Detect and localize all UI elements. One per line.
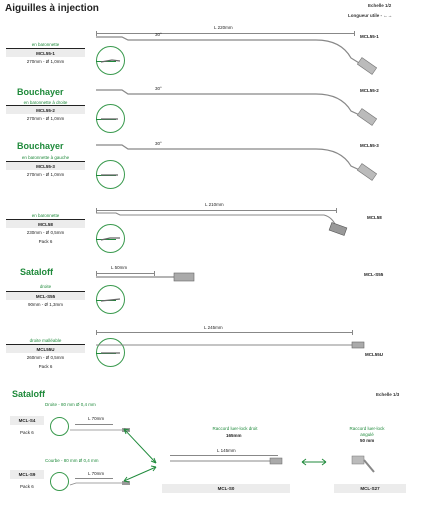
item-5-spec: MCL-S55 90mm - Ø 1,3mm	[6, 291, 85, 309]
sataloff-scale: Echelle 1/3	[376, 392, 400, 397]
item-4-ref: MCL58	[6, 219, 85, 228]
item-1-size: 270mm - Ø 1,0mm	[26, 59, 65, 64]
scale-label: Echelle 1/2	[368, 3, 392, 8]
item-1-variant: en baïonnette	[31, 42, 60, 47]
item-1-dimension-line	[96, 33, 354, 34]
sataloff-heading: Sataloff	[12, 389, 46, 399]
item-5-code: MCL-S55	[364, 272, 384, 277]
straight-ref: MCL-S4	[10, 416, 44, 425]
item-2-needle-tip	[101, 118, 118, 120]
straight-needle	[70, 428, 130, 432]
straight-dim-line	[75, 424, 113, 425]
item-5-heading: Sataloff	[20, 267, 54, 277]
item-4-variant: en baïonnette	[31, 213, 60, 218]
item-5-length: L 50mm	[111, 265, 128, 270]
item-2-variant: en baïonnette à droite	[23, 100, 68, 105]
item-4-length: L 210mm	[205, 202, 224, 207]
item-4-spec: MCL58 230mm - Ø 0,5mm Pack 6	[6, 219, 85, 246]
straight-length: L 70mm	[88, 416, 105, 421]
curved-needle	[69, 481, 130, 486]
curved-label: Courbe - 80 mm Ø 0,4 mm	[45, 458, 99, 463]
item-6-variant: droite malléable	[29, 338, 62, 343]
item-1-code: MCL55-1	[360, 34, 379, 39]
item-5-ref: MCL-S55	[6, 291, 85, 300]
item-3-needle-tip	[101, 174, 118, 176]
item-1-dim-tick-right	[354, 31, 355, 36]
item-3-angle: 30°	[155, 141, 162, 146]
item-5-dim-tick-left	[96, 271, 97, 276]
item-5-needle	[96, 272, 195, 282]
angled-sub: angulé	[360, 432, 374, 437]
item-6-code: MCL55U	[365, 352, 384, 357]
item-2-ref: MCL55-2	[6, 105, 85, 114]
curved-dim-line	[75, 478, 113, 479]
item-5-variant: droite	[39, 284, 52, 289]
item-3-ref: MCL55-3	[6, 161, 85, 170]
item-5-size: 90mm - Ø 1,3mm	[27, 302, 63, 307]
item-3-variant: en baïonnette à gauche	[21, 155, 70, 160]
item-2-needle	[96, 89, 378, 126]
item-6-needle-tip	[101, 352, 120, 354]
item-4-needle	[96, 212, 348, 236]
item-1-spec: MCL55-1 270mm - Ø 1,0mm	[6, 48, 85, 66]
connector-L: L 145mm	[217, 448, 236, 453]
item-4-dimension-line	[96, 210, 336, 211]
item-1-needle-tip	[100, 59, 121, 63]
straight-label: Droite - 80 mm Ø 0,4 mm	[45, 402, 96, 407]
page-title: Aiguilles à injection	[5, 3, 99, 14]
item-4-dim-tick-left	[96, 208, 97, 213]
item-3-spec: MCL55-3 270mm - Ø 1,0mm	[6, 161, 85, 179]
angled-len: 50 mm	[360, 438, 375, 443]
item-6-spec: MCL55U 260mm - Ø 0,5mm Pack 6	[6, 344, 85, 371]
item-4-needle-tip	[100, 237, 120, 241]
item-2-code: MCL55-2	[360, 88, 379, 93]
item-5-dimension-line	[96, 273, 154, 274]
item-2-angle: 30°	[155, 86, 162, 91]
straight-pack: Pack 6	[20, 430, 34, 435]
item-6-pack: Pack 6	[38, 364, 53, 369]
curved-length: L 70mm	[88, 471, 105, 476]
item-2-spec: MCL55-2 270mm - Ø 1,0mm	[6, 105, 85, 123]
item-3-size: 270mm - Ø 1,0mm	[26, 172, 65, 177]
arrows	[123, 428, 157, 483]
connector-needle	[170, 457, 283, 465]
straight-circle	[50, 417, 69, 436]
item-1-needle	[96, 36, 378, 75]
connector-title: Raccord luer-lock droit	[212, 426, 258, 431]
item-5-dim-tick-right	[154, 271, 155, 276]
item-6-ref: MCL55U	[6, 344, 85, 353]
item-6-size: 260mm - Ø 0,5mm	[26, 355, 65, 360]
curved-ref: MCL-S9	[10, 470, 44, 479]
item-6-dim-tick-left	[96, 330, 97, 335]
connector-ref: MCL-S0	[162, 484, 290, 493]
item-1-length: L 220mm	[214, 25, 233, 30]
item-1-detail-circle	[96, 46, 125, 75]
curved-pack: Pack 6	[20, 484, 34, 489]
useful-length-label: Longueur utile - ←→	[348, 13, 393, 18]
angled-title: Raccord luer-lock	[349, 426, 385, 431]
item-6-dimension-line	[96, 332, 352, 333]
item-2-heading: Bouchayer	[17, 87, 64, 97]
item-6-length: L 245mm	[204, 325, 223, 330]
item-1-angle: 30°	[155, 32, 162, 37]
angled-ref: MCL-S27	[334, 484, 406, 493]
item-4-pack: Pack 6	[38, 239, 53, 244]
item-4-size: 230mm - Ø 0,5mm	[26, 230, 65, 235]
item-4-code: MCL58	[367, 215, 382, 220]
double-arrow	[301, 458, 327, 466]
item-1-ref: MCL55-1	[6, 48, 85, 57]
connector-dim-line	[170, 455, 278, 456]
item-3-heading: Bouchayer	[17, 141, 64, 151]
item-6-dim-tick-right	[352, 330, 353, 335]
item-3-needle	[96, 144, 378, 181]
connector-len: 165mm	[226, 433, 242, 438]
angled-connector	[351, 455, 375, 473]
item-1-dim-tick-left	[96, 31, 97, 36]
item-6-needle	[96, 341, 365, 349]
item-3-code: MCL55-3	[360, 143, 379, 148]
item-2-size: 270mm - Ø 1,0mm	[26, 116, 65, 121]
item-5-needle-tip	[100, 298, 121, 302]
item-4-dim-tick-right	[336, 208, 337, 213]
curved-circle	[50, 472, 69, 491]
